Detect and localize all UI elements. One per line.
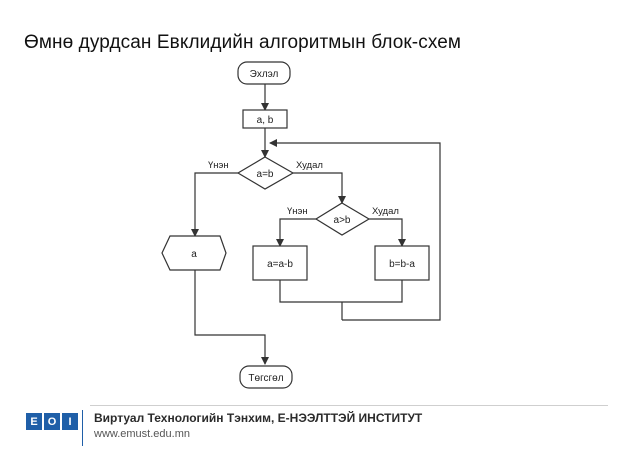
process-right-label: b=b-a (389, 259, 415, 270)
footer-url[interactable]: www.emust.edu.mn (94, 428, 190, 440)
logo-letter-e: E (26, 413, 42, 430)
process-right: b=b-a (374, 245, 430, 281)
edge-decision-yes (191, 172, 238, 237)
edge-inner-yes (276, 218, 316, 247)
eoi-logo: E O I (26, 413, 78, 430)
edge-left-merge (279, 280, 403, 303)
decision-inner: a>b (314, 202, 371, 236)
edge-loop-back (269, 139, 441, 321)
decision-inner-no-label: Худал (372, 206, 399, 217)
footer-separator (82, 410, 83, 446)
logo-letter-o: O (44, 413, 60, 430)
end-terminator: Төгсгөл (239, 365, 293, 389)
edge-inner-no (369, 218, 406, 247)
footer-organization: Виртуал Технологийн Тэнхим, Е-НЭЭЛТТЭЙ И… (94, 411, 423, 425)
edge-output-end (194, 270, 269, 365)
decision-main: a=b (236, 156, 295, 190)
output-label: a (191, 249, 197, 260)
logo-letter-i: I (62, 413, 78, 430)
start-label: Эхлэл (250, 69, 279, 80)
process-left: a=a-b (252, 245, 308, 281)
slide-title: Өмнө дурдсан Евклидийн алгоритмын блок-с… (24, 32, 462, 53)
decision-main-no-label: Худал (296, 160, 323, 171)
decision-inner-label: a>b (334, 215, 351, 226)
output-display: a (161, 235, 227, 271)
start-terminator: Эхлэл (237, 61, 291, 85)
input-box: a, b (242, 109, 288, 129)
decision-inner-yes-label: Үнэн (287, 206, 308, 217)
decision-main-label: a=b (257, 169, 274, 180)
end-label: Төгсгөл (248, 373, 283, 384)
input-label: a, b (257, 115, 274, 126)
decision-main-yes-label: Үнэн (208, 160, 229, 171)
footer-divider (90, 405, 608, 406)
process-left-label: a=a-b (267, 259, 293, 270)
edge-decision-no (293, 172, 346, 204)
